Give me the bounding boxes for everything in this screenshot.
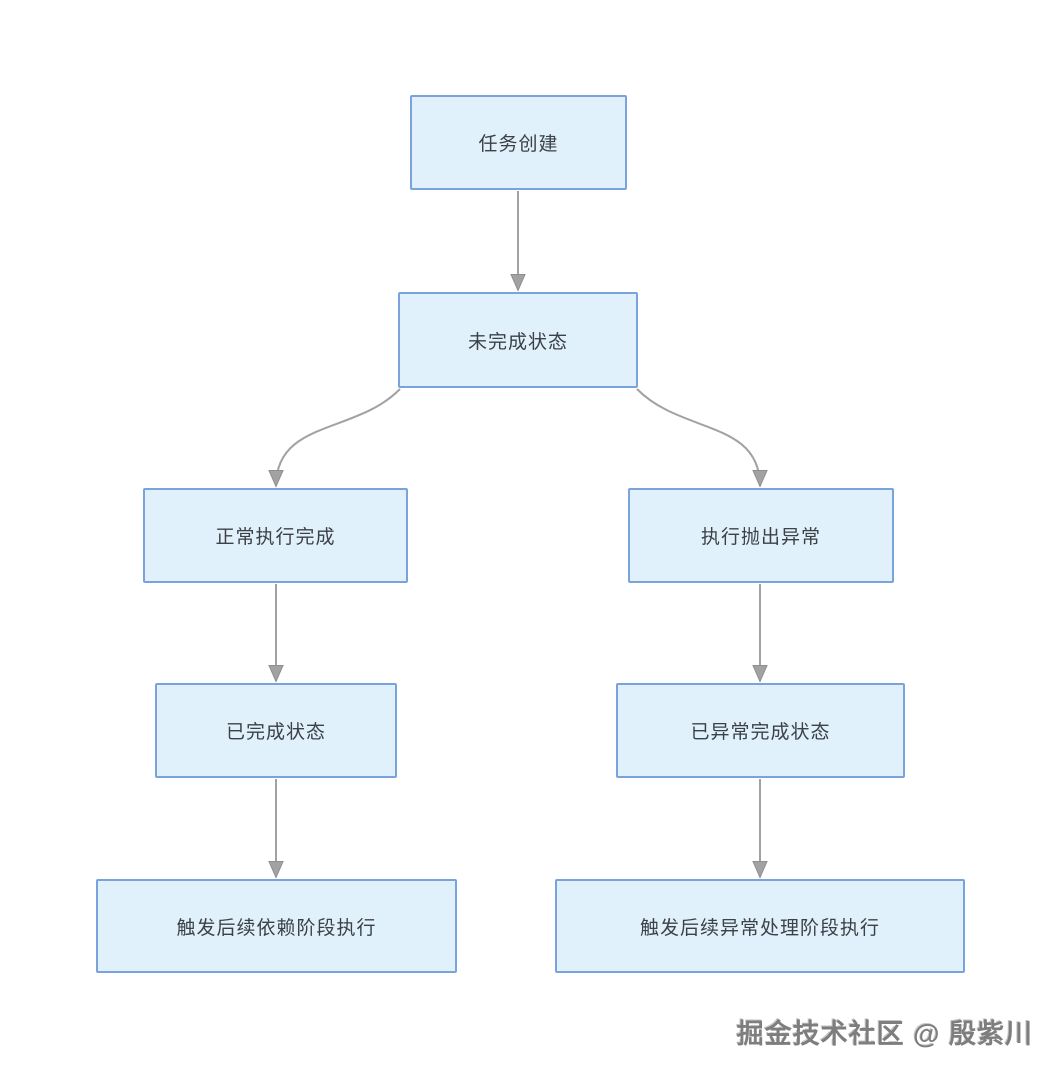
flow-node-exception-completed-state: 已异常完成状态: [616, 683, 905, 778]
flow-node-normal-execution-complete: 正常执行完成: [143, 488, 408, 583]
edge-incomplete-state-to-normal-execution-complete: [276, 388, 401, 486]
flow-node-execution-throws-exception: 执行抛出异常: [628, 488, 894, 583]
flow-node-trigger-exception-stage: 触发后续异常处理阶段执行: [555, 879, 965, 973]
flow-node-completed-state: 已完成状态: [155, 683, 397, 778]
flow-node-trigger-dependent-stage: 触发后续依赖阶段执行: [96, 879, 457, 973]
flow-node-incomplete-state: 未完成状态: [398, 292, 638, 388]
edge-incomplete-state-to-execution-throws-exception: [636, 388, 760, 486]
flow-node-task-created: 任务创建: [410, 95, 627, 190]
watermark-text: 掘金技术社区 @ 殷紫川: [736, 1019, 1033, 1049]
